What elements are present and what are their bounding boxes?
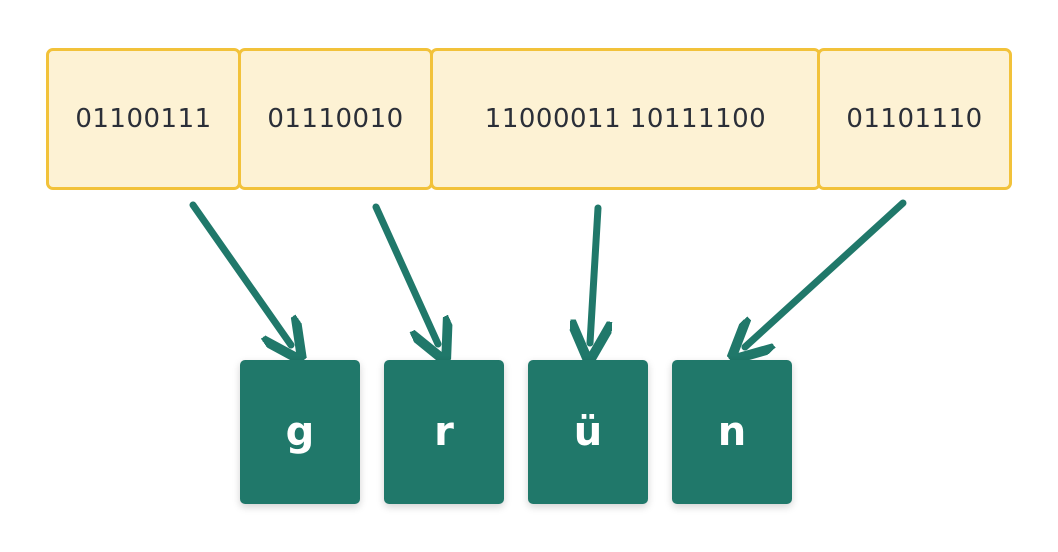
byte-label-1: 01100111 [75,104,212,134]
byte-box-1: 01100111 [46,48,241,190]
byte-box-2: 01110010 [238,48,433,190]
byte-box-4: 01101110 [817,48,1012,190]
byte-box-3: 11000011 10111100 [430,48,821,190]
char-label-n: n [717,409,747,455]
char-label-u-umlaut: ü [573,409,603,455]
char-box-g: g [240,360,360,504]
arrow-2 [372,203,438,344]
char-box-n: n [672,360,792,504]
char-box-r: r [384,360,504,504]
char-label-g: g [285,409,315,455]
arrow-1 [189,201,291,345]
byte-label-4: 01101110 [846,104,983,134]
char-label-r: r [434,409,454,455]
byte-label-2: 01110010 [267,104,404,134]
char-box-u-umlaut: ü [528,360,648,504]
arrow-3 [590,204,598,343]
byte-label-3: 11000011 10111100 [484,104,767,134]
arrow-4 [745,199,907,347]
